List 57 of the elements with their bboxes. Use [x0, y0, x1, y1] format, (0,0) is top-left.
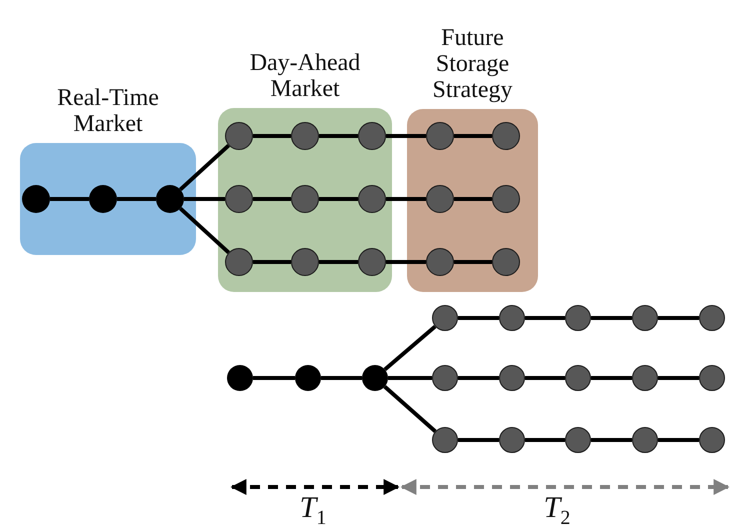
tree-branch — [253, 260, 291, 264]
tree-branch — [525, 316, 565, 320]
decision-node — [362, 365, 388, 391]
duration-label: T$_{1}$ — [300, 491, 326, 529]
tree-branch — [591, 316, 632, 320]
scenario-node — [499, 305, 525, 331]
tree-branch — [383, 385, 437, 433]
tree-branch — [454, 260, 492, 264]
tree-branch — [384, 324, 436, 372]
tree-branch — [454, 197, 492, 201]
decision-node — [227, 365, 253, 391]
scenario-node — [699, 365, 725, 391]
tree-branch — [253, 134, 291, 138]
market-heading: Future Storage Strategy — [432, 25, 514, 103]
tree-branch — [386, 197, 426, 201]
scenario-node — [565, 305, 591, 331]
scenario-node — [432, 427, 458, 453]
tree-branch — [388, 376, 432, 380]
tree-branch — [178, 144, 230, 192]
tree-branch — [253, 197, 291, 201]
tree-branch — [117, 197, 156, 201]
tree-branch — [184, 197, 225, 201]
tree-branch — [458, 376, 499, 380]
market-heading: Real-Time Market — [56, 85, 160, 137]
tree-branch — [319, 260, 358, 264]
tree-branch — [319, 134, 358, 138]
tree-branch — [525, 376, 565, 380]
scenario-node — [699, 427, 725, 453]
tree-branch — [319, 197, 358, 201]
scenario-node — [499, 365, 525, 391]
scenario-node — [699, 305, 725, 331]
scenario-node — [432, 365, 458, 391]
scenario-node — [432, 305, 458, 331]
tree-branch — [50, 197, 89, 201]
tree-branch — [253, 376, 295, 380]
tree-branch — [525, 438, 565, 442]
tree-branch — [458, 438, 499, 442]
tree-branch — [321, 376, 362, 380]
scenario-node — [565, 365, 591, 391]
tree-branch — [658, 438, 699, 442]
scenario-node — [632, 365, 658, 391]
decision-node — [295, 365, 321, 391]
tree-branch — [591, 438, 632, 442]
tree-branch — [454, 134, 492, 138]
scenario-node — [632, 427, 658, 453]
tree-branch — [591, 376, 632, 380]
scenario-node — [632, 305, 658, 331]
tree-branch — [658, 376, 699, 380]
market-heading: Day-Ahead Market — [248, 50, 362, 102]
tree-branch — [178, 206, 230, 254]
scenario-node — [565, 427, 591, 453]
tree-branch — [386, 260, 426, 264]
tree-branch — [458, 316, 499, 320]
duration-label: T$_{2}$ — [544, 491, 570, 529]
tree-branch — [658, 316, 699, 320]
tree-branch — [386, 134, 426, 138]
scenario-node — [499, 427, 525, 453]
